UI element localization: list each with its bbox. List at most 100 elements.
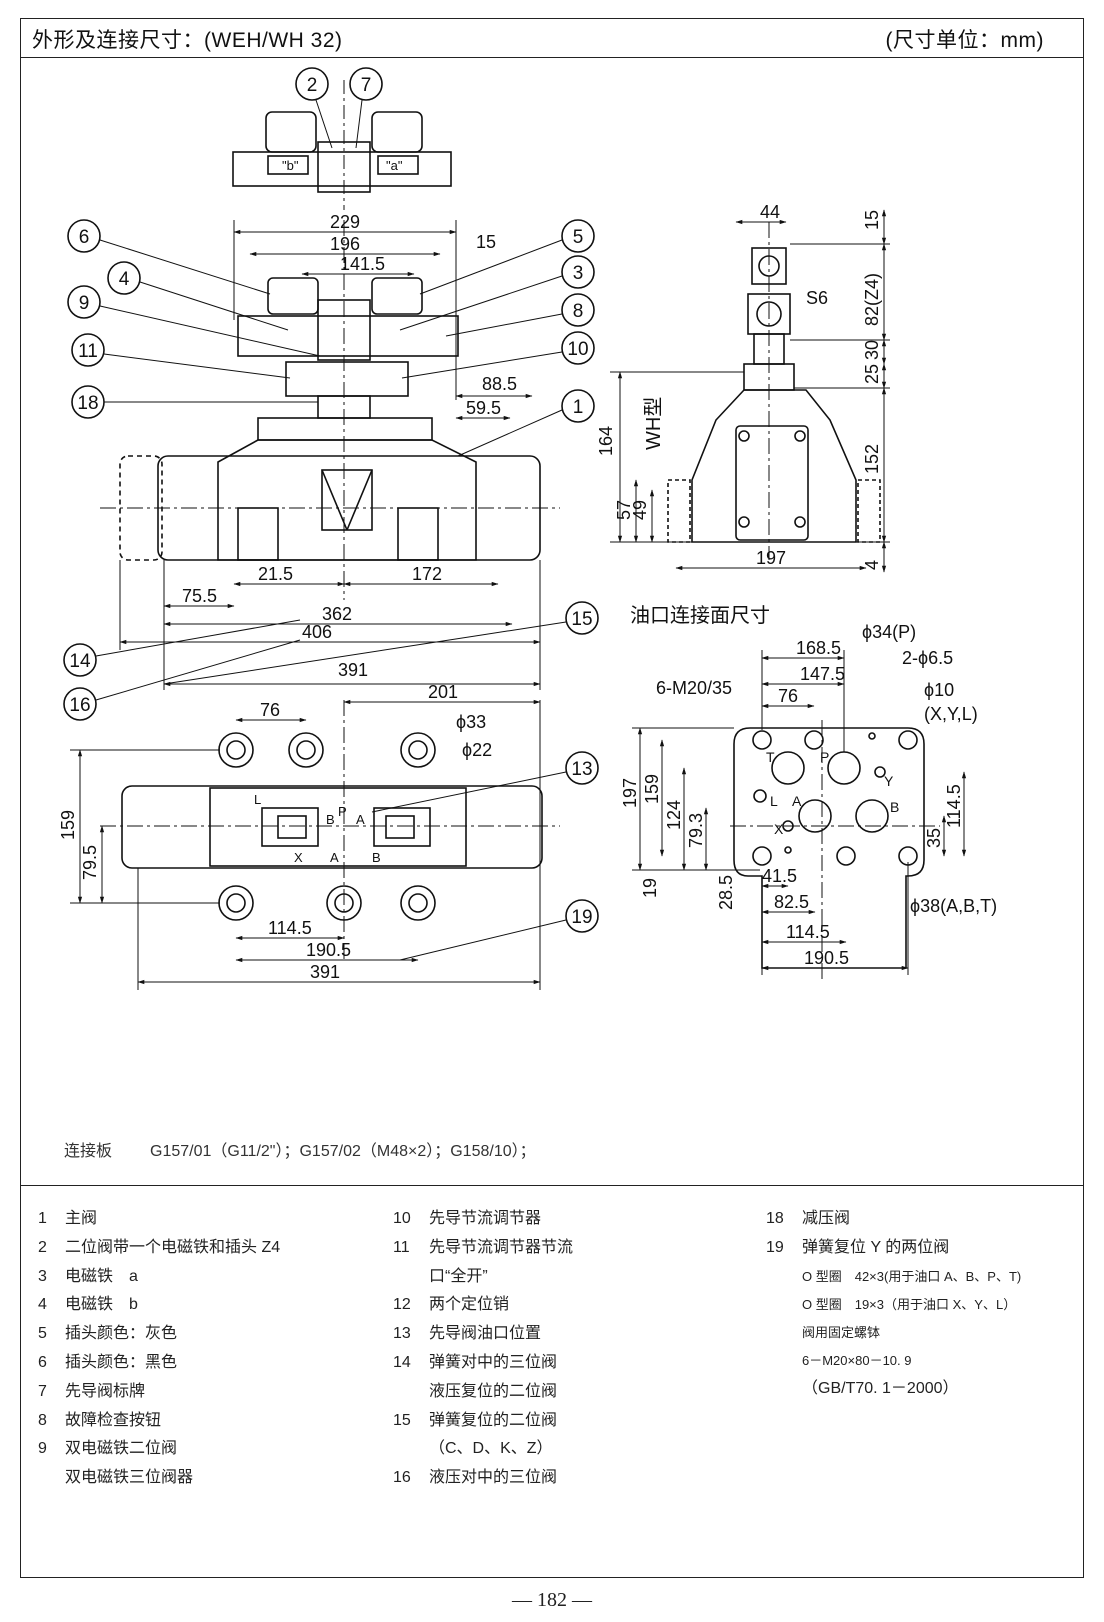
legend-item: 9 双电磁铁二位阀 [38, 1435, 280, 1464]
dim-190-5-face: 190.5 [804, 948, 849, 968]
plan-port-a-bottom: A [330, 850, 339, 865]
legend-text: 双电磁铁二位阀 [65, 1440, 178, 1458]
legend-num: 1 [38, 1210, 47, 1227]
legend-text: 先导阀标牌 [65, 1382, 146, 1400]
drawing-texts: "b" "a" 229 196 15 141.5 88.5 59.5 21.5 … [58, 75, 997, 982]
legend-text: 双电磁铁三位阀器 [65, 1469, 194, 1487]
legend-num: 10 [393, 1210, 411, 1227]
dim-196: 196 [330, 234, 360, 254]
dim-82-5: 82.5 [774, 892, 809, 912]
dim-114-5-face-v: 114.5 [944, 784, 964, 828]
dim-406: 406 [302, 622, 332, 642]
callout-10: 10 [567, 339, 588, 360]
callout-7: 7 [361, 75, 372, 96]
legend-note: 阀用固定螺钵 [802, 1324, 881, 1340]
legend-item: 双电磁铁三位阀器 [38, 1464, 280, 1493]
dim-229: 229 [330, 212, 360, 232]
plan-port-l: L [254, 792, 261, 807]
unit-note: (尺寸单位：mm) [885, 29, 1044, 52]
legend-note: O 型圈 42×3(用于油口 A、B、P、T) [802, 1268, 1022, 1284]
legend-num: 2 [38, 1238, 47, 1256]
connection-plate-label: 连接板 [64, 1143, 113, 1160]
dim-phi22: ϕ22 [462, 740, 492, 760]
legend-item: 口“全开” [393, 1263, 573, 1292]
label-s6: S6 [806, 288, 828, 308]
face-port-t: T [766, 749, 775, 765]
callout-2: 2 [307, 75, 318, 96]
legend-text: 两个定位销 [429, 1296, 510, 1314]
legend-item: （C、D、K、Z） [393, 1435, 573, 1464]
plan-view [100, 700, 560, 960]
legend-text: 先导节流调节器 [429, 1210, 542, 1227]
callout-13: 13 [571, 759, 592, 780]
legend-text: 减压阀 [802, 1210, 851, 1227]
dim-76-face: 76 [778, 686, 798, 706]
dim-44: 44 [760, 202, 780, 222]
callout-16: 16 [69, 695, 90, 716]
legend-num: 8 [38, 1411, 47, 1429]
port-face-dimension-lines [632, 650, 967, 975]
plan-port-x-bottom: X [294, 850, 303, 865]
dim-phi10: ϕ10 [924, 680, 954, 700]
dim-35: 35 [924, 828, 944, 848]
label-b-top: "b" [282, 158, 299, 173]
legend-text: 弹簧对中的三位阀 [429, 1353, 558, 1371]
legend-item: 10 先导节流调节器 [393, 1205, 573, 1234]
legend-text: 插头颜色：黑色 [65, 1353, 178, 1371]
legend-note: （GB/T70. 1－2000） [802, 1379, 959, 1397]
plan-port-p: P [338, 804, 347, 819]
legend-text: 先导节流调节器节流 [429, 1238, 574, 1256]
legend-text: 口“全开” [429, 1267, 488, 1285]
dim-124: 124 [664, 800, 684, 830]
legend-num [393, 1435, 429, 1464]
dim-197-face: 197 [620, 778, 640, 808]
legend-num [393, 1378, 429, 1407]
callout-15: 15 [571, 609, 592, 630]
pilot-valve-top-view [232, 80, 452, 210]
dim-19: 19 [640, 878, 660, 898]
dim-phi34-p: ϕ34(P) [862, 622, 916, 642]
port-face-title: 油口连接面尺寸 [630, 604, 770, 627]
legend-num: 11 [393, 1238, 410, 1256]
dim-168-5: 168.5 [796, 638, 841, 658]
legend-text: 电磁铁 a [65, 1267, 138, 1285]
legend-text: 插头颜色：灰色 [65, 1325, 178, 1343]
legend-note: O 型圈 19×3（用于油口 X、Y、L） [802, 1296, 1017, 1312]
dim-49: 49 [630, 500, 650, 520]
legend-num: 3 [38, 1267, 47, 1285]
callout-1: 1 [573, 397, 584, 418]
callout-4: 4 [119, 269, 130, 290]
legend-note: 6－M20×80－10. 9 [802, 1352, 912, 1368]
legend-item: 3 电磁铁 a [38, 1263, 280, 1292]
page-frame [20, 18, 1084, 1578]
face-port-a: A [792, 793, 802, 809]
face-port-l: L [770, 793, 778, 809]
dim-79-5: 79.5 [80, 845, 100, 880]
dim-391-plan: 391 [310, 962, 340, 982]
legend-num: 18 [766, 1210, 784, 1227]
dim-164: 164 [596, 426, 616, 456]
plan-port-a: A [356, 812, 365, 827]
dim-362: 362 [322, 604, 352, 624]
legend-num: 6 [38, 1353, 47, 1371]
dim-88-5: 88.5 [482, 374, 517, 394]
legend-text: 弹簧复位 Y 的两位阀 [802, 1238, 950, 1256]
page-header: 外形及连接尺寸：(WEH/WH 32) (尺寸单位：mm) [20, 18, 1084, 58]
face-port-p: P [820, 749, 829, 765]
dim-76-plan: 76 [260, 700, 280, 720]
dim-15-side: 15 [862, 210, 882, 230]
legend-num: 9 [38, 1440, 47, 1458]
dim-197-side: 197 [756, 548, 786, 568]
technical-drawing: "b" "a" 229 196 15 141.5 88.5 59.5 21.5 … [58, 67, 997, 990]
